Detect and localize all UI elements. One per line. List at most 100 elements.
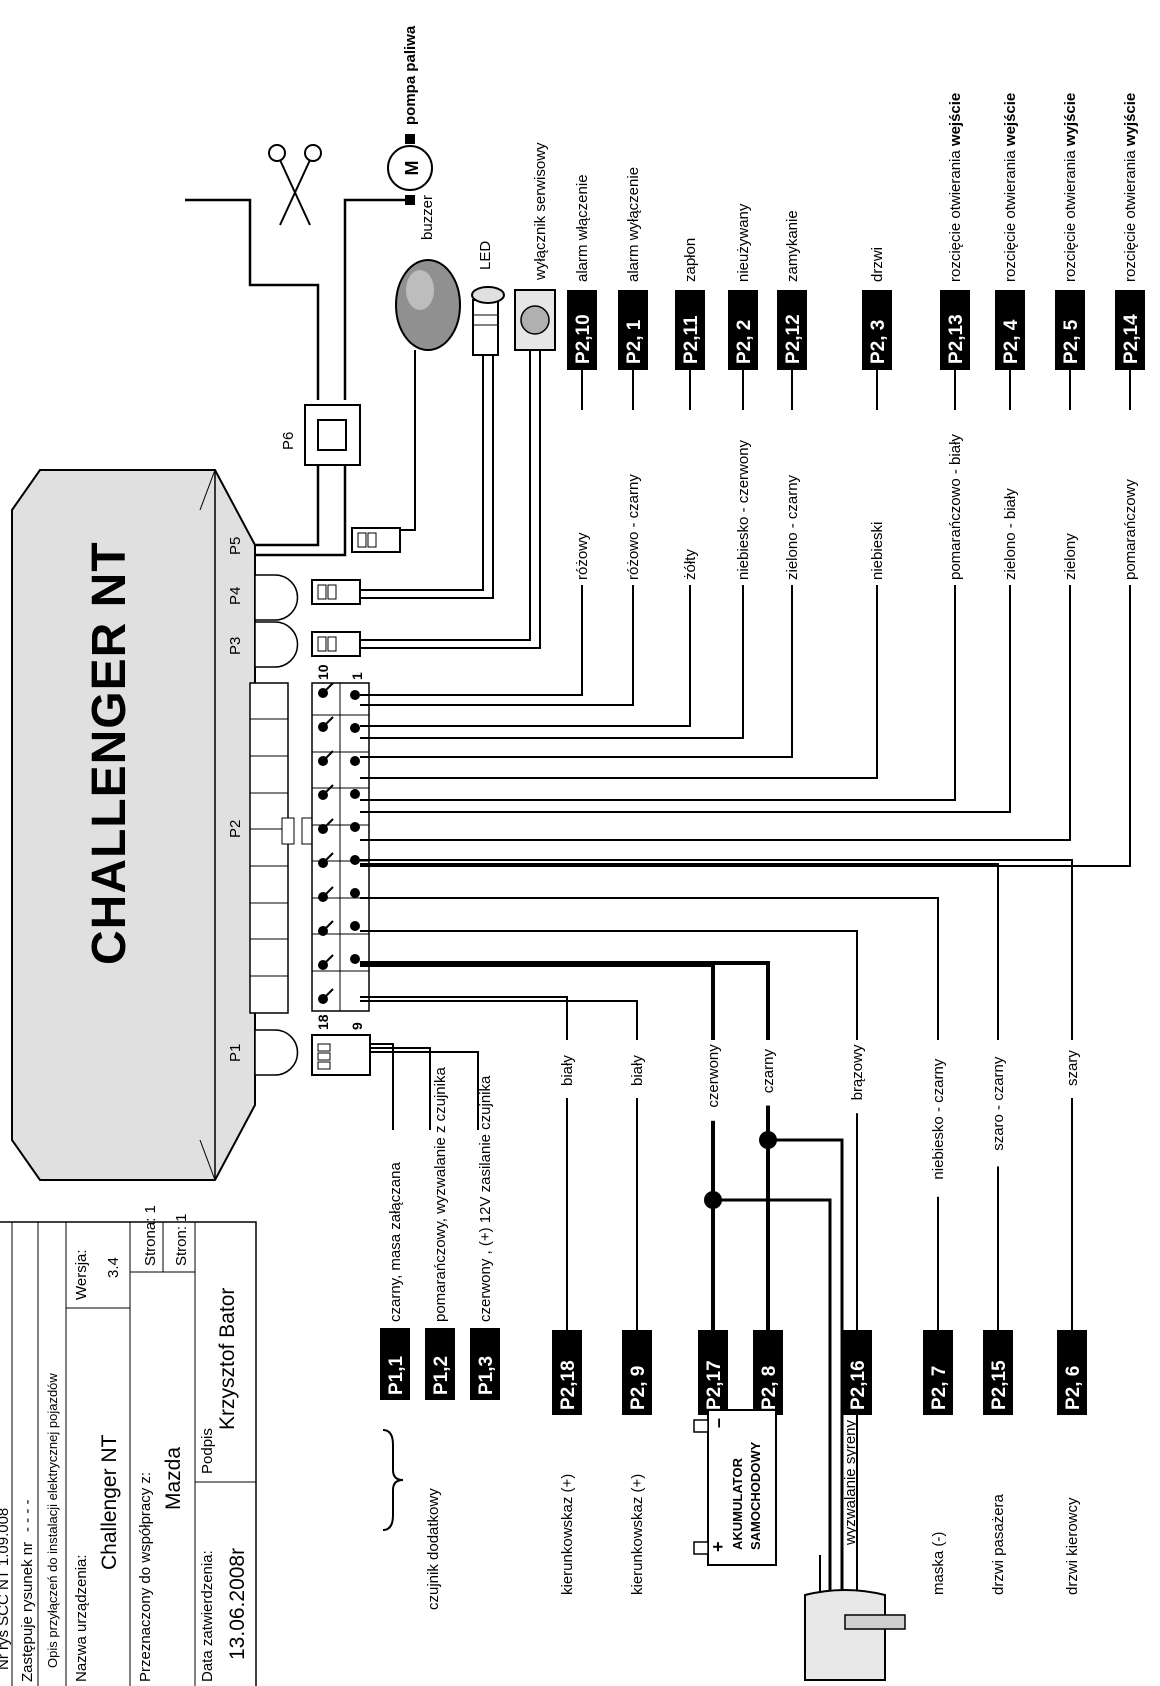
pin-badge (1115, 290, 1145, 370)
sensor-desc-label: pomarańczowy, wyzwalanie z czujnika (432, 1067, 449, 1322)
control-unit: CHALLENGER NT P1 P2 P3 P4 P5 (11, 469, 315, 1181)
tb-signature-value: Krzysztof Bator (216, 1288, 239, 1430)
pin-label: P2, 7 (929, 1366, 950, 1410)
battery-icon (693, 1409, 777, 1566)
pin-label: P2,14 (1121, 314, 1142, 364)
led-icon (471, 286, 505, 356)
port-label-p4: P4 (227, 587, 244, 605)
terminal-pin (350, 954, 360, 964)
pin-label: P2, 8 (759, 1366, 780, 1410)
function-label: drzwi pasażera (990, 1493, 1007, 1595)
wire-color-label: czerwony (705, 1044, 722, 1108)
terminal-pin (350, 789, 360, 799)
sensor-desc-label: czarny, masa załączana (387, 1162, 404, 1322)
pin-label: P2, 3 (868, 320, 889, 364)
bottom-pin-4: P2, 8 czarny (753, 1040, 783, 1415)
top-pin-7: P2,13 rozcięcie otwierania wejście pomarań… (940, 93, 970, 585)
port-label-p1: P1 (227, 1044, 244, 1062)
pin-label: P2, 6 (1063, 1366, 1084, 1410)
pin-badge (622, 1330, 652, 1415)
wire-color-label: niebiesko - czerwony (735, 439, 752, 580)
device-brand: CHALLENGER NT (83, 541, 136, 965)
function-label: kierunkowskaz (+) (559, 1474, 576, 1595)
wire-color-label: zielono - biały (1002, 488, 1019, 580)
function-label: drzwi (869, 247, 886, 282)
sensor-brace (382, 1429, 404, 1531)
wire (360, 859, 1073, 1330)
wire-color-label: szary (1064, 1050, 1081, 1086)
terminal-pin (350, 723, 360, 733)
tb-date-value: 13.06.2008r (226, 1548, 249, 1660)
wire-color-label: niebieski (869, 522, 886, 580)
pin-badge (552, 1330, 582, 1415)
function-label: rozcięcie otwierania wyjście (1122, 93, 1139, 282)
pin-label: P2,16 (848, 1360, 869, 1410)
pin-badge (862, 290, 892, 370)
tb-version-label: Wersja: (73, 1249, 90, 1300)
switch-label: wyłącznik serwisowy (532, 142, 549, 281)
function-label: rozcięcie otwierania wejście (1002, 93, 1019, 282)
tb-drawing-no-label: Zastępuje rysunek nr (19, 1542, 36, 1682)
wire (360, 996, 568, 1330)
pin-badge (618, 290, 648, 370)
pin-label: P2,12 (783, 314, 804, 364)
pin-label: P1,1 (386, 1355, 407, 1395)
tb-description: Opis przyłączeń do instalacji elektryczn… (45, 1373, 60, 1668)
wire-color-label: czarny (760, 1049, 777, 1094)
wire-color-label: biały (559, 1055, 576, 1086)
pin-label: P1,3 (476, 1356, 497, 1395)
tb-for-value: Mazda (162, 1447, 185, 1510)
pin-number-9: 9 (349, 1022, 365, 1030)
tb-for-label: Przeznaczony do współpracy z: (137, 1472, 154, 1682)
tb-version-value: 3.4 (105, 1257, 122, 1278)
wire (370, 1047, 431, 1130)
pin-badge (995, 290, 1025, 370)
terminal-pin (350, 822, 360, 832)
tb-page-label: Strona: 1 (142, 1205, 159, 1266)
pin-label: P2,18 (558, 1360, 579, 1410)
top-pin-10: P2,14 rozcięcie otwierania wyjście pomarań… (1115, 93, 1145, 585)
pin-badge (698, 1330, 728, 1415)
led-label: LED (477, 241, 494, 270)
battery-plus: + (708, 1541, 728, 1552)
bottom-pin-group: P2,18 kierunkowskaz (+) biały P2, 9kierunko… (552, 1040, 1087, 1595)
pin-badge (1057, 1330, 1087, 1415)
terminal-strip: 10 1 18 9 (311, 664, 370, 1030)
pump-label: pompa paliwa (402, 25, 419, 125)
function-label: rozcięcie otwierania wejście (947, 93, 964, 282)
pin-badge (470, 1328, 500, 1400)
pin-label: P2,17 (704, 1360, 725, 1410)
pin-badge (923, 1330, 953, 1415)
pin-label: P2,10 (573, 314, 594, 364)
tb-device-label: Nazwa urządzenia: (73, 1554, 90, 1682)
wire (370, 1051, 479, 1130)
port-label-p2: P2 (227, 820, 244, 838)
wire-color-label: pomarańczowy (1122, 479, 1139, 580)
sensor-desc-label: czerwony , (+) 12V zasilanie czujnika (477, 1075, 494, 1322)
pin-label: P2,13 (946, 314, 967, 364)
pin-badge (983, 1330, 1013, 1415)
pin-badge (380, 1328, 410, 1400)
pin-badge (567, 290, 597, 370)
siren-icon (804, 1589, 906, 1681)
accessories: P6 M pompa paliwa buzzer LED (185, 25, 906, 1681)
pin-badge (777, 290, 807, 370)
pin-badge (842, 1330, 872, 1415)
tb-header-text: Nr rys SCC NT 1.09.008 (0, 1508, 12, 1670)
bottom-pin-3: P2,17 czerwony (698, 1040, 728, 1415)
pin-label: P2, 9 (628, 1366, 649, 1410)
wire-color-label: pomarańczowo - biały (947, 434, 964, 580)
junction (704, 1191, 722, 1209)
terminal-pin (350, 888, 360, 898)
tb-device-value: Challenger NT (98, 1434, 121, 1570)
function-label: alarm włączenie (574, 174, 591, 282)
